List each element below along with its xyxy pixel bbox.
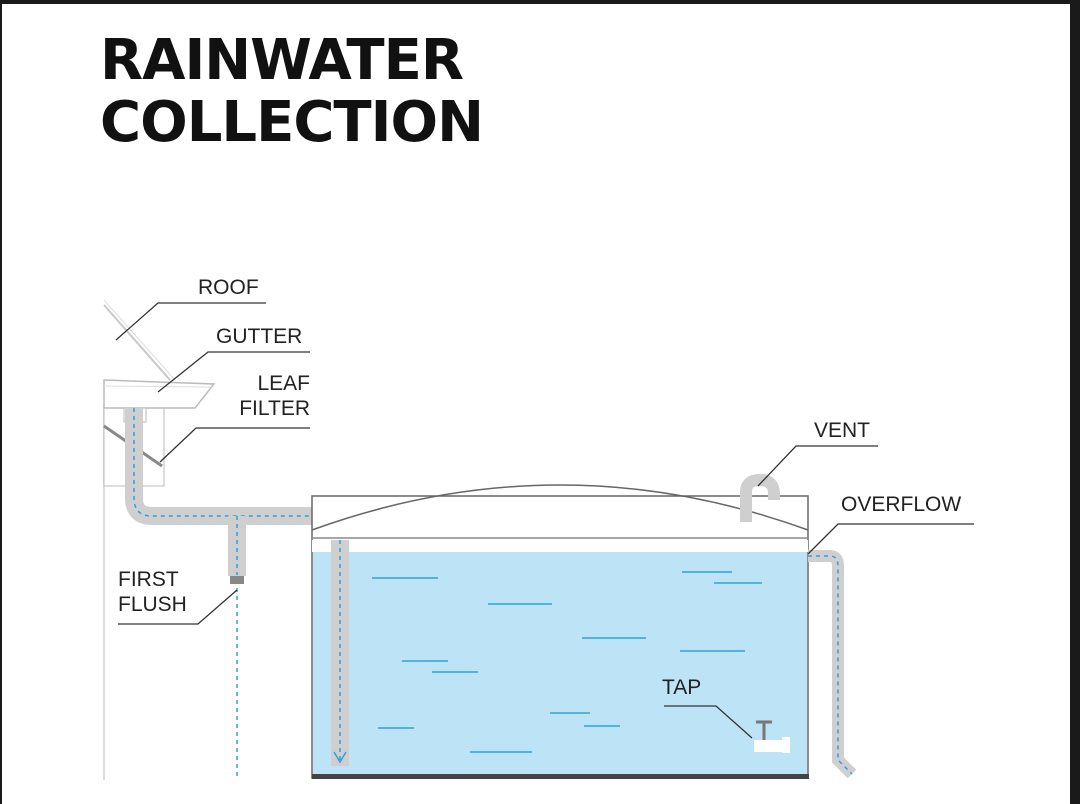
gutter-label: GUTTER [216, 325, 302, 348]
leaf-filter-leader [159, 427, 310, 463]
page-title: RAINWATER COLLECTION [100, 28, 484, 155]
gutter-leader [157, 351, 310, 393]
tap-label: TAP [662, 676, 701, 699]
leader-lines [115, 302, 974, 739]
overflow-pipe [808, 550, 857, 779]
tank-water [313, 552, 807, 774]
water-tank [311, 484, 809, 779]
roof-leader [115, 302, 266, 341]
roof-shape [103, 299, 176, 381]
tap-leader [664, 705, 753, 739]
overflow-leader [807, 523, 974, 555]
vent-pipe [740, 473, 780, 522]
inlet-pipe [331, 540, 349, 766]
first-flush-label-line1: FIRST [118, 568, 179, 591]
first-flush-diverter [228, 516, 246, 780]
title-line-2: COLLECTION [100, 90, 484, 155]
gutter-shape [103, 379, 216, 409]
leaf-filter-label-line2: FILTER [239, 397, 310, 420]
leaf-filter-label-line1: LEAF [257, 372, 310, 395]
title-line-1: RAINWATER [100, 28, 464, 93]
roof-label: ROOF [198, 276, 259, 299]
vent-label: VENT [814, 419, 870, 442]
tap-icon [754, 720, 790, 753]
water-ripples [372, 571, 762, 753]
first-flush-leader [118, 589, 238, 625]
overflow-label: OVERFLOW [841, 493, 961, 516]
vent-leader [757, 445, 878, 487]
first-flush-label-line2: FLUSH [118, 593, 187, 616]
